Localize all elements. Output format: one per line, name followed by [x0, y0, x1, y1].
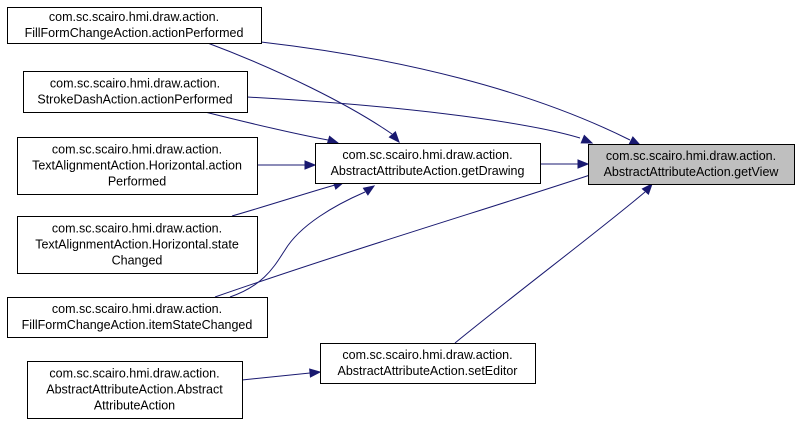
node-label-line: TextAlignmentAction.Horizontal.action [32, 159, 242, 173]
edge-arrowhead [577, 159, 590, 169]
edge-fillform_item-to-get_view [214, 169, 604, 298]
node-label-line: FillFormChangeAction.itemStateChanged [22, 318, 253, 332]
nodes-layer: com.sc.scairo.hmi.draw.action. FillFormCh… [7, 7, 795, 419]
edge-arrowhead [580, 134, 594, 144]
edge-line [229, 191, 366, 298]
edge-line [204, 111, 329, 141]
edge-line [246, 96, 581, 139]
node-label-line: AbstractAttributeAction.getDrawing [331, 164, 525, 178]
node-box [17, 137, 258, 195]
edge-arrowhead [388, 130, 400, 144]
node-textalign-state[interactable]: com.sc.scairo.hmi.draw.action. TextAlignm… [17, 216, 258, 274]
node-label-line: StrokeDashAction.actionPerformed [37, 93, 232, 107]
node-label-line: AbstractAttributeAction.setEditor [338, 364, 518, 378]
node-box [320, 343, 536, 384]
node-set-editor[interactable]: com.sc.scairo.hmi.draw.action. AbstractAt… [320, 343, 536, 384]
node-label-line: com.sc.scairo.hmi.draw.action. [52, 143, 222, 157]
node-label-line: AbstractAttributeAction.getView [604, 165, 780, 179]
node-label-line: com.sc.scairo.hmi.draw.action. [52, 302, 222, 316]
edge-line [214, 174, 591, 298]
node-abstract-ctor[interactable]: com.sc.scairo.hmi.draw.action. AbstractAt… [27, 361, 243, 419]
node-box [7, 297, 268, 338]
node-label-line: FillFormChangeAction.actionPerformed [25, 26, 244, 40]
node-label-line: com.sc.scairo.hmi.draw.action. [52, 222, 222, 236]
node-box [7, 7, 262, 44]
node-label-line: com.sc.scairo.hmi.draw.action. [342, 148, 512, 162]
edges-layer [204, 41, 653, 381]
node-label-line: TextAlignmentAction.Horizontal.state [35, 238, 239, 252]
node-label-line: com.sc.scairo.hmi.draw.action. [606, 149, 776, 163]
edge-arrowhead [304, 160, 317, 170]
node-label-line: com.sc.scairo.hmi.draw.action. [50, 77, 220, 91]
node-label-line: Performed [108, 175, 166, 189]
edge-strokedash_action-to-get_view [246, 96, 594, 144]
edge-line [204, 41, 393, 135]
node-box [27, 361, 243, 419]
edge-line [231, 184, 336, 217]
node-get-view[interactable]: com.sc.scairo.hmi.draw.action. AbstractAt… [588, 144, 795, 185]
edge-arrowhead [641, 182, 653, 196]
node-fillform-action[interactable]: com.sc.scairo.hmi.draw.action. FillFormCh… [7, 7, 262, 44]
edge-line [260, 41, 631, 141]
node-get-drawing[interactable]: com.sc.scairo.hmi.draw.action. AbstractAt… [315, 143, 541, 184]
node-box [588, 144, 795, 185]
node-label-line: com.sc.scairo.hmi.draw.action. [49, 367, 219, 381]
edge-abstract_ctor-to-set_editor [241, 368, 322, 381]
edge-fillform_action-to-get_view [260, 41, 642, 146]
edge-arrowhead [362, 185, 376, 196]
edge-line [241, 372, 311, 381]
node-textalign-action[interactable]: com.sc.scairo.hmi.draw.action. TextAlignm… [17, 137, 258, 195]
node-fillform-item[interactable]: com.sc.scairo.hmi.draw.action. FillFormCh… [7, 297, 268, 338]
edge-arrowhead [309, 368, 322, 378]
edge-set_editor-to-get_view [454, 182, 653, 344]
edge-arrowhead [326, 135, 340, 145]
edge-fillform_action-to-get_drawing [204, 41, 400, 144]
node-label-line: com.sc.scairo.hmi.draw.action. [49, 10, 219, 24]
node-box [23, 71, 248, 113]
node-box [315, 143, 541, 184]
node-label-line: AbstractAttributeAction.Abstract [46, 383, 223, 397]
edge-fillform_item-to-get_drawing [229, 185, 376, 298]
node-strokedash-action[interactable]: com.sc.scairo.hmi.draw.action. StrokeDash… [23, 71, 248, 113]
edge-line [454, 191, 646, 344]
node-label-line: Changed [112, 254, 163, 268]
node-label-line: AttributeAction [94, 399, 175, 413]
node-label-line: com.sc.scairo.hmi.draw.action. [342, 348, 512, 362]
edge-textalign_action-to-get_drawing [257, 160, 317, 170]
edge-get_drawing-to-get_view [540, 159, 590, 169]
node-box [17, 216, 258, 274]
edge-arrowhead [628, 136, 642, 146]
